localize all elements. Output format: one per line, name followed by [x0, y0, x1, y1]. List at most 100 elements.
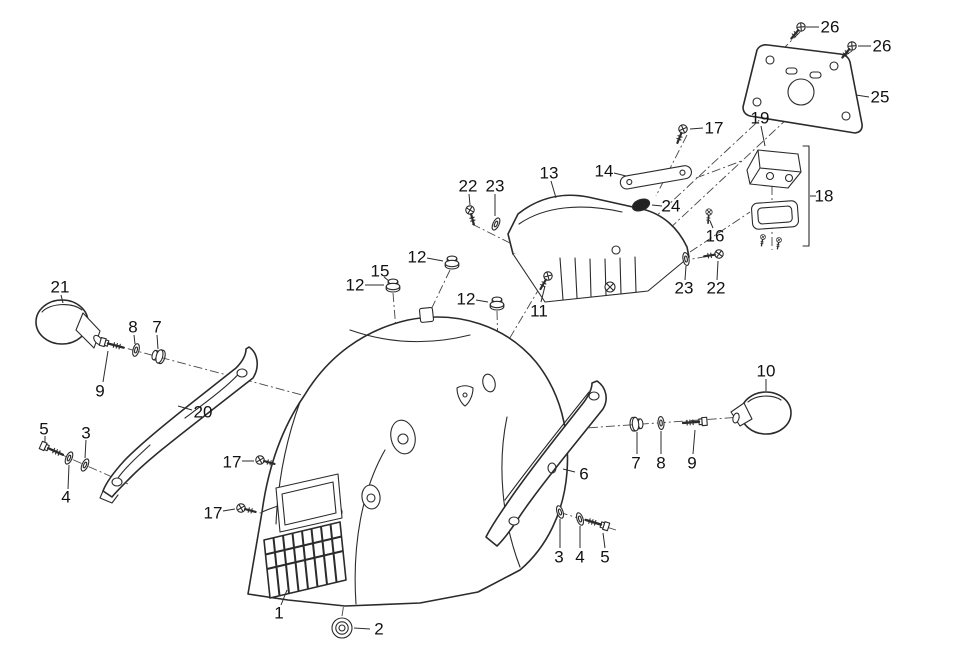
leader-line-2: [353, 627, 371, 630]
part-number-17: 17: [705, 119, 724, 138]
part-number-23: 23: [486, 177, 505, 196]
part-number-3: 3: [554, 548, 563, 567]
part-number-8: 8: [128, 318, 137, 337]
bolt-9-left: [98, 336, 126, 353]
part-number-4: 4: [61, 488, 70, 507]
leader-lines: [44, 26, 871, 630]
part-number-26: 26: [873, 37, 892, 56]
part-number-19: 19: [751, 109, 770, 128]
nut-7-left: [149, 347, 168, 365]
side-bracket-right-part: [485, 380, 607, 547]
bolt-5-left: [38, 440, 66, 460]
leader-line-15: [383, 276, 390, 282]
part-number-15: 15: [371, 262, 390, 281]
leader-line-1: [280, 589, 288, 606]
part-number-4: 4: [575, 548, 584, 567]
part-number-26: 26: [821, 18, 840, 37]
part-number-8: 8: [656, 454, 665, 473]
part-number-17: 17: [223, 453, 242, 472]
leader-line-3: [84, 439, 87, 459]
part-number-22: 22: [707, 279, 726, 298]
part-number-5: 5: [600, 548, 609, 567]
leader-line-17: [689, 127, 704, 130]
screw-26-a: [787, 19, 809, 43]
washer-4-right: [574, 511, 586, 527]
leader-line-20: [177, 405, 193, 411]
part-number-7: 7: [631, 454, 640, 473]
screw-17-top: [672, 122, 690, 146]
screw-18-pad-a: [758, 233, 767, 247]
part-number-1: 1: [274, 604, 283, 623]
part-number-5: 5: [39, 420, 48, 439]
part-number-12: 12: [408, 248, 427, 267]
screw-18-pad-b: [774, 236, 783, 250]
part-number-13: 13: [540, 164, 559, 183]
part-number-24: 24: [662, 197, 681, 216]
leader-line-17: [222, 508, 236, 512]
leader-line-5: [602, 532, 606, 549]
part-number-12: 12: [457, 290, 476, 309]
leader-line-9: [102, 350, 109, 383]
screw-17-left-b: [234, 501, 258, 518]
bolt-5-right: [583, 514, 611, 532]
leader-line-16: [709, 220, 714, 229]
washer-8-right: [657, 415, 665, 431]
screw-26-b: [838, 38, 860, 62]
part-number-11: 11: [530, 302, 548, 321]
leader-line-14: [613, 172, 627, 177]
leader-line-12: [426, 257, 444, 262]
strap-bracket-part: [619, 165, 692, 190]
part-number-25: 25: [871, 88, 890, 107]
part-number-16: 16: [706, 227, 725, 246]
turn-signal-right-part: [730, 391, 792, 435]
rubber-pad-part: [751, 200, 799, 230]
part-number-12: 12: [346, 276, 365, 295]
gasket-part-24: [631, 198, 651, 212]
part-number-14: 14: [595, 162, 614, 181]
leader-line-4: [67, 464, 70, 490]
nut-12-a: [444, 255, 460, 270]
part-number-21: 21: [51, 278, 70, 297]
part-number-9: 9: [95, 382, 104, 401]
part-number-18: 18: [815, 187, 834, 206]
part-number-17: 17: [204, 504, 223, 523]
nut-12-c: [489, 296, 505, 311]
leader-line-22: [468, 193, 471, 206]
screw-22-right: [702, 248, 725, 262]
bolt-9-right: [681, 416, 709, 429]
license-plate-bracket-part: [742, 44, 863, 134]
leader-line-9: [692, 429, 696, 455]
part-number-23: 23: [675, 279, 694, 298]
rear-fender-part: [247, 306, 569, 607]
leader-line-13: [550, 180, 557, 199]
leader-line-21: [60, 294, 64, 304]
leader-line-24: [651, 204, 663, 207]
part-number-9: 9: [687, 454, 696, 473]
turn-signal-left-part: [35, 299, 103, 349]
mount-bracket-part-19: [746, 149, 802, 189]
part-number-10: 10: [757, 362, 776, 381]
part-number-22: 22: [459, 177, 478, 196]
leader-line-11: [540, 285, 546, 303]
leader-line-23: [684, 265, 687, 281]
nut-7-right: [628, 416, 644, 432]
leader-line-6: [562, 468, 576, 473]
leader-line-22: [716, 260, 719, 281]
washer-23-left: [489, 216, 503, 232]
screw-22-left: [463, 203, 480, 227]
part-number-7: 7: [152, 318, 161, 337]
washer-4-left: [63, 450, 75, 466]
washer-3-left: [79, 457, 91, 473]
group-18-brace: [802, 145, 810, 247]
part-number-3: 3: [81, 424, 90, 443]
washer-8-left: [130, 342, 142, 358]
leader-line-19: [760, 125, 766, 147]
leader-line-8: [133, 334, 136, 345]
side-bracket-left-part: [99, 346, 258, 504]
leader-line-25: [855, 94, 870, 98]
part-number-20: 20: [194, 403, 213, 422]
leader-line-7: [156, 334, 159, 350]
